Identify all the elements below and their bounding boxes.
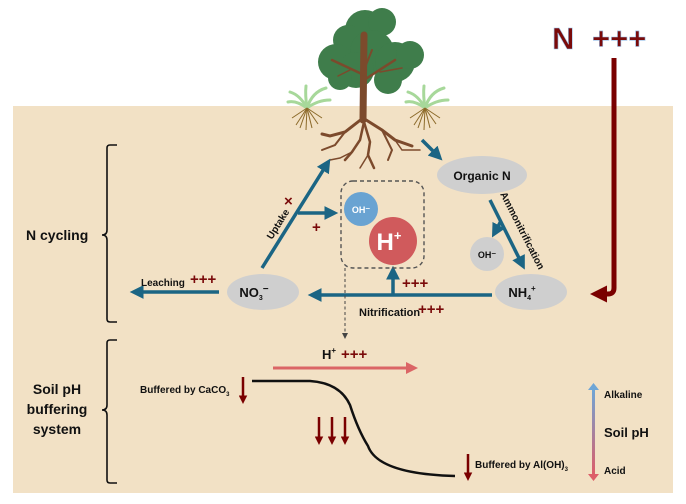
steep-drop-arrows bbox=[314, 417, 350, 446]
uptake-arrow bbox=[260, 158, 331, 269]
h-ion-label: H+ bbox=[377, 228, 402, 256]
uptake-h-effect: + bbox=[312, 219, 321, 236]
ph-alkaline-arrowhead bbox=[588, 383, 599, 390]
n-input-intensity: +++ bbox=[592, 21, 646, 56]
nh4-node: NH4+ bbox=[495, 274, 567, 310]
n-cycling-brace bbox=[101, 144, 117, 323]
grass-right-icon bbox=[404, 84, 450, 131]
soil-solution-box bbox=[340, 180, 425, 269]
n-input-label: N bbox=[552, 21, 574, 56]
oh-node-ammonification: OH⁻ bbox=[470, 237, 504, 271]
no3-node: NO3− bbox=[227, 274, 299, 310]
organic-n-node: Organic N bbox=[437, 156, 527, 194]
soil-layer bbox=[13, 106, 673, 493]
ph-acid-label: Acid bbox=[604, 466, 626, 477]
n-input-arrow bbox=[589, 58, 617, 303]
oh-small-label: OH⁻ bbox=[478, 250, 497, 260]
uptake-effect: × bbox=[284, 193, 293, 210]
ph-scale: Alkaline Soil pH Acid bbox=[588, 383, 649, 481]
nitrification-label: Nitrification bbox=[359, 307, 420, 319]
ph-alkaline-label: Alkaline bbox=[604, 390, 643, 401]
nitrification-h-intensity: +++ bbox=[402, 275, 429, 292]
n-cycling-label: N cycling bbox=[26, 227, 88, 243]
buffering-brace bbox=[101, 339, 117, 484]
oh-box-label: OH⁻ bbox=[352, 205, 371, 215]
buffering-label-line3: system bbox=[33, 421, 81, 437]
ammonification-oh-branch bbox=[491, 220, 505, 238]
organic-n-label: Organic N bbox=[453, 169, 510, 183]
buffering-label-line2: buffering bbox=[27, 401, 88, 417]
buffering-label-line1: Soil pH bbox=[33, 381, 81, 397]
h-input-label: H+ bbox=[322, 346, 336, 362]
buffering-curve bbox=[252, 379, 456, 478]
ph-scale-title: Soil pH bbox=[604, 425, 649, 440]
ammonification-arrow bbox=[488, 199, 525, 270]
ph-gradient-bar bbox=[592, 389, 595, 475]
aloh3-label: Buffered by Al(OH)3 bbox=[475, 460, 569, 473]
h-input-intensity: +++ bbox=[341, 346, 368, 363]
no3-label: NO3− bbox=[239, 284, 268, 302]
leaching-label: Leaching bbox=[141, 278, 185, 289]
nh4-label: NH4+ bbox=[508, 284, 536, 302]
grass-left-icon bbox=[286, 84, 332, 131]
leaching-intensity: +++ bbox=[190, 271, 217, 288]
caco3-label: Buffered by CaCO3 bbox=[140, 385, 230, 398]
h-ion: H+ bbox=[369, 217, 417, 265]
nitrification-intensity: +++ bbox=[418, 301, 445, 318]
oh-ion: OH⁻ bbox=[344, 192, 378, 226]
litter-to-organic-n-arrow bbox=[420, 138, 443, 161]
ph-acid-arrowhead bbox=[588, 474, 599, 481]
tree-icon bbox=[318, 8, 424, 170]
